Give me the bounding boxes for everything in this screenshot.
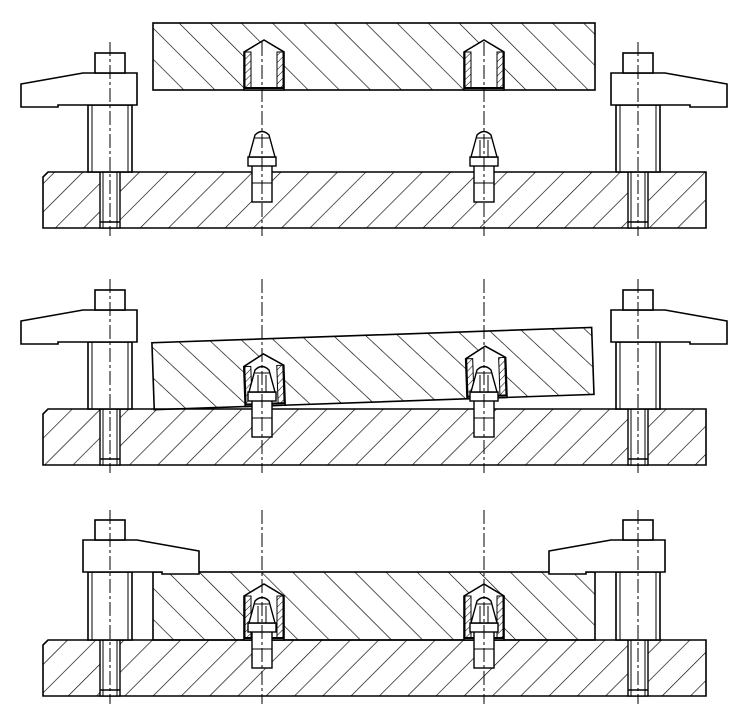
workpiece-plate-group: [151, 326, 595, 411]
bushing-bore: [243, 39, 285, 91]
stage-1: [20, 22, 728, 236]
bushing-wall: [244, 51, 252, 89]
base-plate: [42, 171, 707, 229]
bushing-wall: [276, 595, 284, 639]
clamp-arm: [20, 72, 138, 108]
bushing-wall: [496, 51, 504, 89]
clamp-arm: [20, 309, 138, 345]
clamp: [20, 52, 138, 173]
stage-2: [20, 279, 728, 473]
clamp-arm: [548, 539, 666, 575]
clamp: [610, 289, 728, 410]
clamp-arm: [610, 72, 728, 108]
bushing-wall: [276, 51, 284, 89]
bushing-wall: [498, 356, 507, 397]
base-plate: [42, 408, 707, 466]
stage-3: [42, 510, 707, 704]
base-plate: [42, 639, 707, 697]
clamp: [610, 52, 728, 173]
workpiece-plate: [151, 326, 595, 411]
clamp-arm: [82, 539, 200, 575]
clamp: [20, 289, 138, 410]
clamp-arm: [610, 309, 728, 345]
workpiece-plate: [152, 571, 596, 641]
workpiece-plate: [152, 22, 596, 91]
bushing-wall: [276, 364, 285, 404]
bushing-wall: [464, 51, 472, 89]
bushing: [243, 39, 285, 91]
